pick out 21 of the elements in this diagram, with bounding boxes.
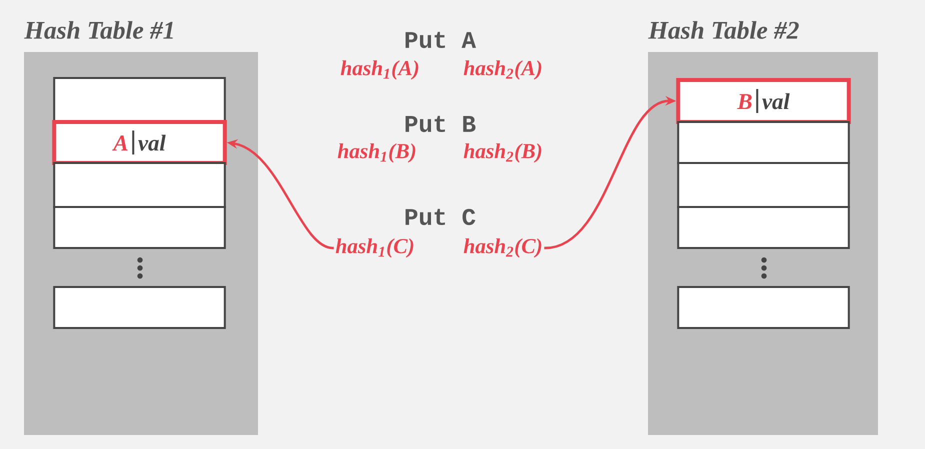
- hash-function-label: hash$_{2}$(A): [464, 60, 542, 80]
- empty-slot: [677, 206, 850, 250]
- empty-slot: [677, 120, 850, 164]
- empty-slot: [677, 162, 850, 208]
- hash-function-label: hash$_{1}$(B): [338, 143, 416, 163]
- empty-slot: [53, 162, 226, 208]
- bucket-slot: B val: [676, 78, 851, 124]
- empty-slot: [677, 286, 850, 330]
- empty-slot: [53, 206, 226, 250]
- empty-slot: [53, 77, 226, 123]
- hash-function-label: hash$_{2}$(C): [464, 238, 542, 258]
- operation-label: Put C: [406, 208, 476, 226]
- hash-function-label: hash$_{2}$(B): [464, 143, 542, 163]
- empty-slot: [53, 286, 226, 330]
- hash-function-label: hash$_{1}$(A): [340, 60, 418, 80]
- bucket-slot: A val: [52, 120, 227, 166]
- node-label: Hash Table #1: [24, 21, 173, 39]
- hash-function-label: hash$_{1}$(C): [336, 238, 414, 258]
- operation-label: Put A: [406, 32, 476, 48]
- operation-label: Put B: [406, 116, 476, 132]
- node-label: Hash Table #2: [648, 21, 799, 39]
